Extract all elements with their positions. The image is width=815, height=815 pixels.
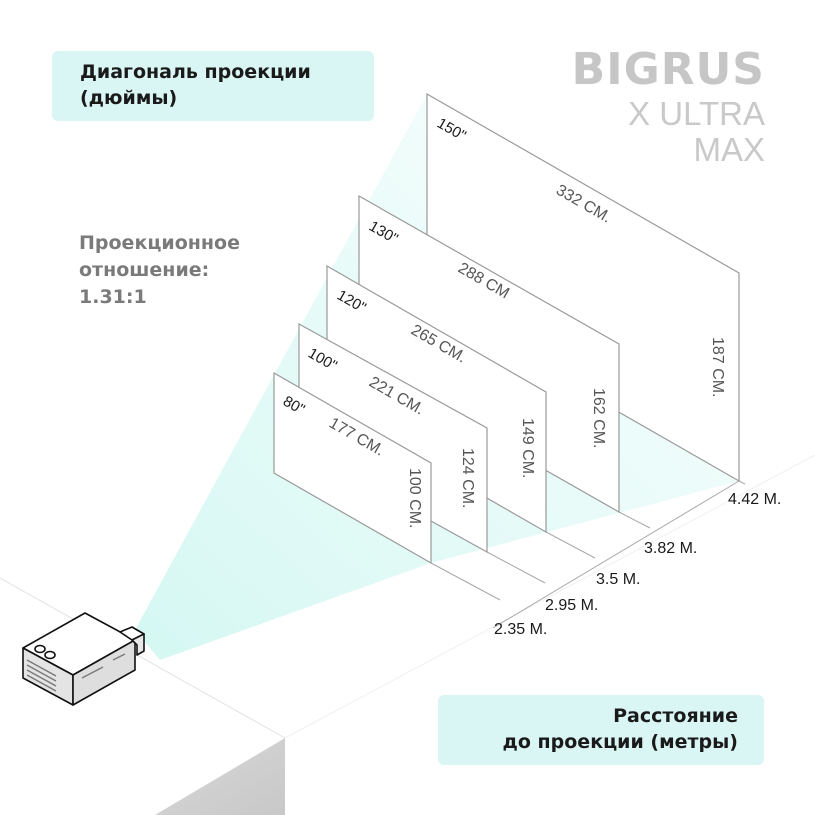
distance-label-150: 4.42 M. — [728, 491, 781, 508]
screen-80 — [273, 371, 432, 565]
height-label-150: 187 CM. — [709, 337, 726, 397]
brand: BIGRUS X ULTRA MAX — [572, 44, 765, 168]
height-label-80: 100 CM. — [406, 468, 423, 528]
distance-label-80: 2.35 M. — [494, 621, 547, 638]
ratio-value: 1.31:1 — [79, 286, 147, 308]
screen-150 — [426, 92, 740, 483]
floor-guides — [430, 480, 746, 629]
distance-label-120: 3.5 M. — [596, 571, 640, 588]
ratio-line1: Проекционное — [79, 232, 240, 254]
height-label-120: 149 CM. — [519, 418, 536, 478]
model-line2: MAX — [693, 131, 765, 168]
height-label-130: 162 CM. — [590, 388, 607, 448]
distance-title-line1: Расстояние — [613, 705, 738, 727]
diagonal-title-line2: (дюймы) — [80, 87, 178, 109]
distance-label-100: 2.95 M. — [545, 597, 598, 614]
ratio-line2: отношение: — [79, 259, 210, 281]
distance-title-line2: до проекции (метры) — [502, 731, 738, 753]
height-label-100: 124 CM. — [459, 448, 476, 508]
brand-logo: BIGRUS — [571, 44, 765, 95]
distance-label-130: 3.82 M. — [644, 540, 697, 557]
projector-icon — [22, 612, 145, 706]
diagonal-title-line1: Диагональ проекции — [80, 61, 311, 83]
diagonal-label-box: Диагональ проекции (дюймы) — [52, 51, 374, 121]
model-line1: X ULTRA — [628, 95, 765, 132]
throw-ratio: Проекционное отношение: 1.31:1 — [79, 230, 240, 311]
distance-label-box: Расстояние до проекции (метры) — [438, 695, 764, 765]
